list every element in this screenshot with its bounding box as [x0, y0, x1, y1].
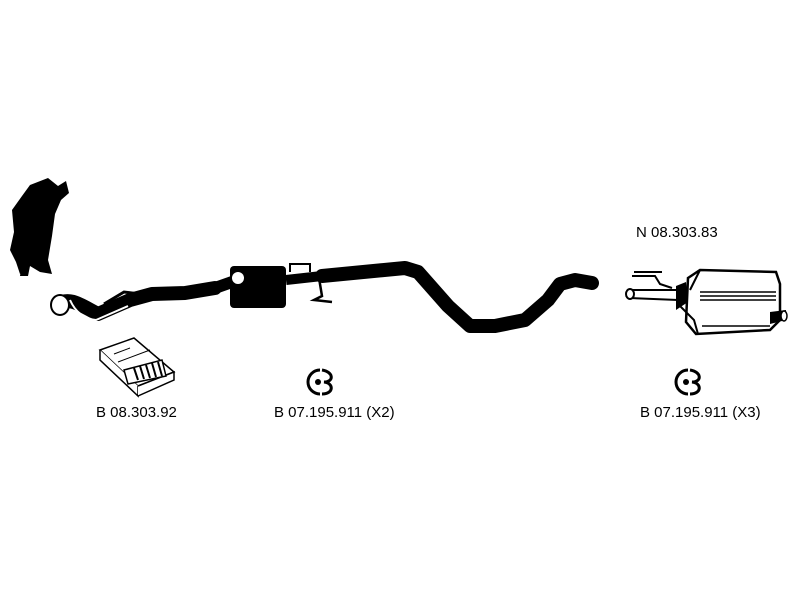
rear-pipe: [315, 261, 599, 333]
rear-silencer: [625, 268, 788, 336]
hanger-clamp-icon-mid: [306, 368, 333, 396]
hanger-rear-code-label: B 07.195.911 (X3): [640, 404, 761, 421]
front-pipe: [50, 281, 222, 322]
mounting-kit-icon: [98, 337, 176, 398]
catalytic-converter-part: [10, 178, 69, 276]
rear-silencer-code-label: N 08.303.83: [636, 224, 718, 241]
mounting-kit-code-label: B 08.303.92: [96, 404, 177, 421]
middle-silencer: [209, 263, 333, 308]
hanger-clamp-icon-rear: [674, 368, 701, 396]
hanger-mid-code-label: B 07.195.911 (X2): [274, 404, 395, 421]
